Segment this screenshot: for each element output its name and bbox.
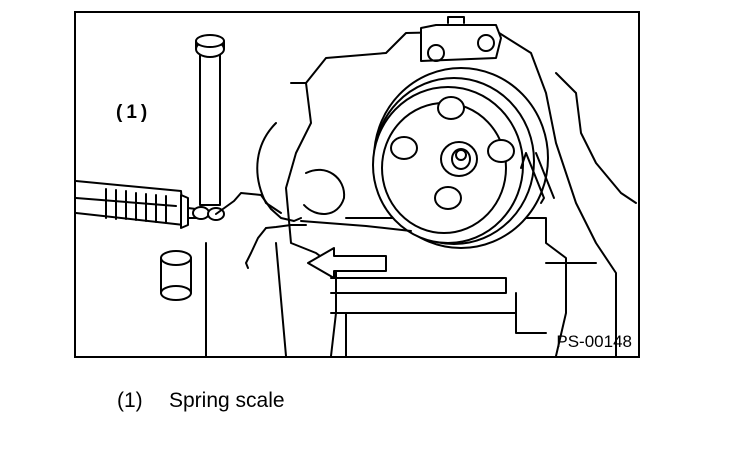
illustration-drawing [76,16,637,356]
callout-label: (1) [116,102,152,123]
hook-wire [215,152,555,269]
pulley [372,16,549,249]
figure-id: PS-00148 [556,332,632,351]
pull-direction-arrow [307,247,387,279]
legend-number: (1) [117,389,143,412]
bolt [160,250,192,301]
rod [195,34,225,206]
spring-scale [76,180,225,229]
engine-block [205,30,637,356]
legend-text: Spring scale [169,389,285,412]
figure-frame: (1) PS-00148 [74,11,640,358]
legend: (1) Spring scale [117,389,285,413]
